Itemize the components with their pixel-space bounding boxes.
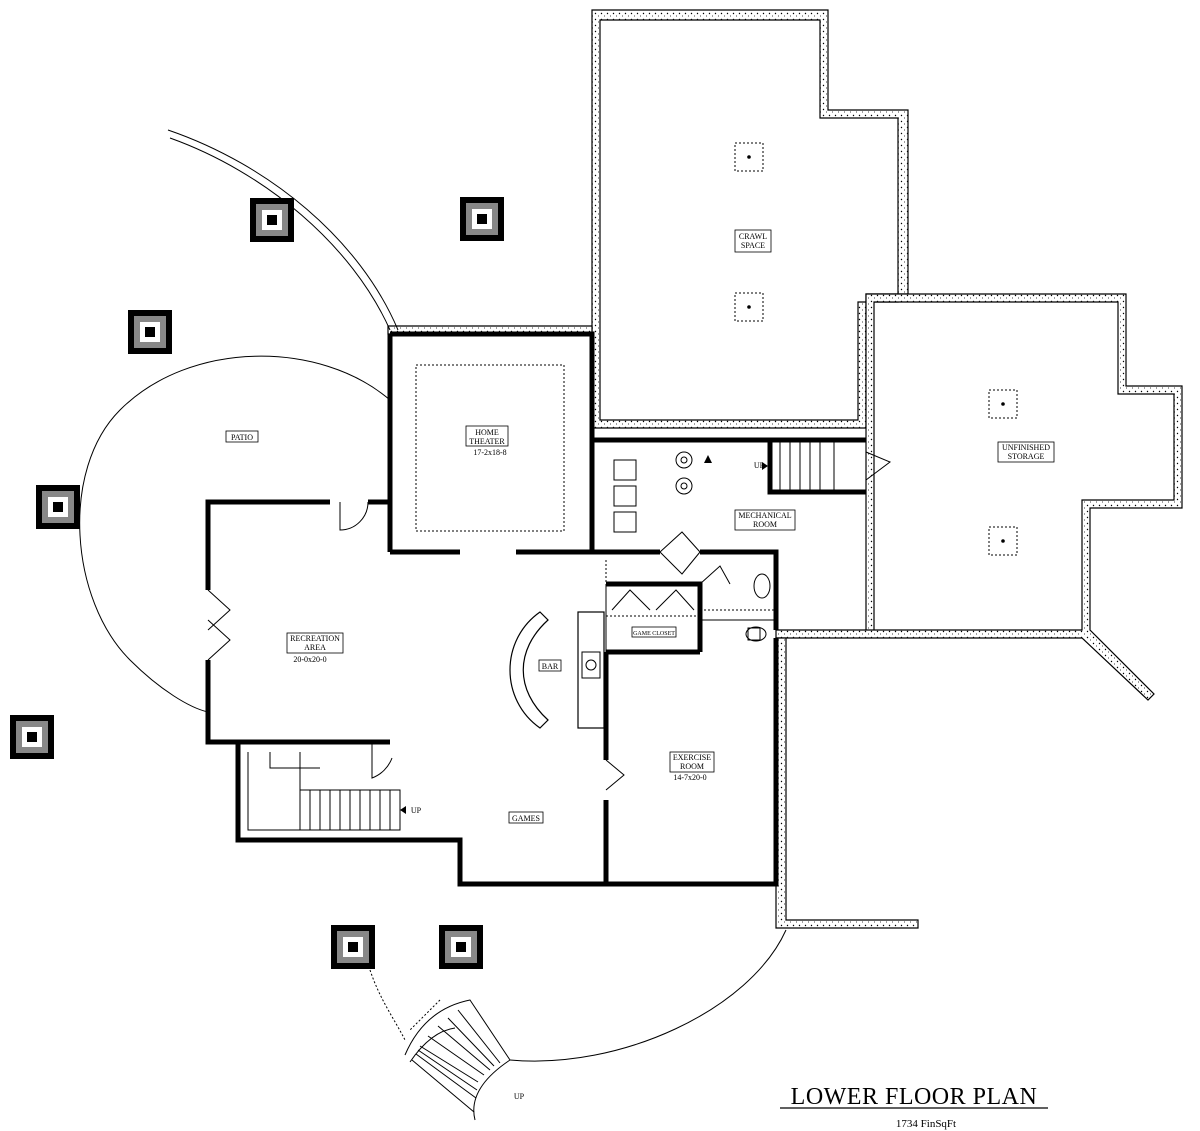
- plan-subtitle: 1734 FinSqFt: [896, 1118, 956, 1130]
- bar-counter: [509, 611, 605, 729]
- room-label-mechanical-room: MECHANICAL ROOM: [734, 509, 796, 531]
- mechanical-stairs: [762, 441, 835, 492]
- column-icon: [460, 197, 504, 241]
- column-icon: [36, 485, 80, 529]
- svg-text:BAR: BAR: [542, 662, 559, 671]
- room-label-recreation-area: RECREATION AREA 20-0x20-0: [286, 632, 344, 664]
- unfinished-storage-walls: [775, 293, 1183, 701]
- exterior-stairs: [404, 999, 511, 1121]
- room-label-patio: PATIO: [225, 430, 259, 443]
- svg-text:GAMES: GAMES: [512, 814, 540, 823]
- svg-text:17-2x18-8: 17-2x18-8: [473, 448, 506, 457]
- column-icon: [439, 925, 483, 969]
- columns: [10, 197, 504, 969]
- door-swings: [207, 451, 891, 791]
- svg-text:CRAWL: CRAWL: [739, 232, 767, 241]
- room-label-games: GAMES: [508, 811, 544, 824]
- column-icon: [10, 715, 54, 759]
- room-label-home-theater: HOME THEATER 17-2x18-8: [465, 425, 509, 457]
- svg-text:STORAGE: STORAGE: [1008, 452, 1045, 461]
- svg-text:HOME: HOME: [475, 428, 499, 437]
- room-label-unfinished-storage: UNFINISHED STORAGE: [997, 441, 1055, 463]
- svg-text:PATIO: PATIO: [231, 433, 253, 442]
- main-floor-walls: [205, 331, 866, 887]
- room-label-exercise-room: EXERCISE ROOM 14-7x20-0: [669, 751, 715, 782]
- svg-text:SPACE: SPACE: [741, 241, 765, 250]
- patio-arcs: [79, 129, 787, 1062]
- svg-text:20-0x20-0: 20-0x20-0: [293, 655, 326, 664]
- stair-label-exterior: UP: [514, 1092, 525, 1101]
- svg-text:14-7x20-0: 14-7x20-0: [673, 773, 706, 782]
- mechanical-equipment: [613, 451, 771, 642]
- svg-text:UNFINISHED: UNFINISHED: [1002, 443, 1050, 452]
- plan-title: LOWER FLOOR PLAN: [791, 1084, 1038, 1110]
- room-label-game-closet: GAME CLOSET: [631, 626, 677, 638]
- svg-text:GAME CLOSET: GAME CLOSET: [633, 631, 675, 637]
- svg-text:AREA: AREA: [304, 643, 326, 652]
- svg-text:ROOM: ROOM: [753, 520, 777, 529]
- svg-text:THEATER: THEATER: [469, 437, 505, 446]
- column-icon: [331, 925, 375, 969]
- column-icon: [128, 310, 172, 354]
- crawl-space-piers: [734, 142, 1018, 556]
- column-icon: [250, 198, 294, 242]
- stair-label-mechanical: UP: [754, 461, 765, 470]
- crawl-space-walls: [591, 9, 909, 429]
- main-stairs: [247, 752, 406, 831]
- plan-title-block: LOWER FLOOR PLAN 1734 FinSqFt: [780, 1084, 1048, 1130]
- room-label-crawl-space: CRAWL SPACE: [734, 229, 772, 253]
- stair-label-main: UP: [411, 806, 422, 815]
- room-label-bar: BAR: [538, 659, 562, 672]
- svg-text:RECREATION: RECREATION: [290, 634, 340, 643]
- svg-text:MECHANICAL: MECHANICAL: [738, 511, 791, 520]
- svg-text:EXERCISE: EXERCISE: [673, 753, 711, 762]
- svg-text:ROOM: ROOM: [680, 762, 704, 771]
